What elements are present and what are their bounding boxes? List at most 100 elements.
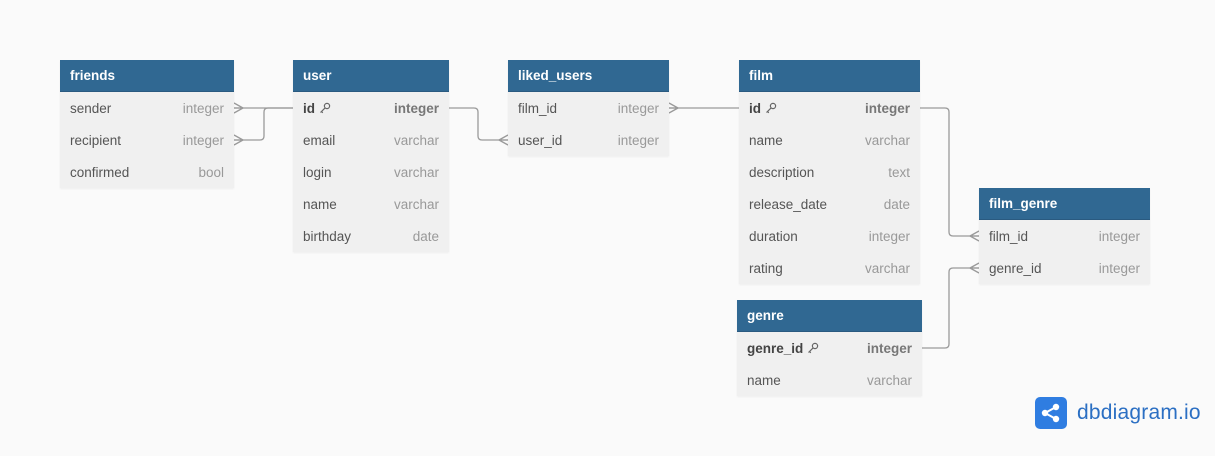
field-name: name <box>749 133 783 148</box>
field-name-text: genre_id <box>989 260 1042 276</box>
table-film[interactable]: film id integer name varchar description text r… <box>739 60 920 284</box>
table-header[interactable]: film <box>739 60 920 92</box>
field-name-text: login <box>303 164 332 180</box>
relationship-line[interactable] <box>234 107 293 141</box>
field-name: birthday <box>303 229 351 244</box>
field-row[interactable]: sender integer <box>60 92 234 124</box>
field-name-text: birthday <box>303 228 352 244</box>
field-name-text: email <box>303 132 336 148</box>
field-name: film_id <box>989 229 1028 244</box>
field-name-text: confirmed <box>70 164 130 180</box>
field-type: varchar <box>393 132 439 148</box>
field-name-text: id <box>749 100 761 116</box>
many-marker[interactable] <box>969 262 980 274</box>
table-header[interactable]: user <box>293 60 449 92</box>
field-name: duration <box>749 229 798 244</box>
field-type: varchar <box>393 196 439 212</box>
field-row[interactable]: id integer <box>739 92 920 124</box>
field-type: integer <box>1098 260 1140 276</box>
many-marker[interactable] <box>668 102 679 114</box>
table-header[interactable]: friends <box>60 60 234 92</box>
field-name-text: name <box>747 372 781 388</box>
field-name: login <box>303 165 332 180</box>
table-header[interactable]: genre <box>737 300 922 332</box>
table-friends[interactable]: friends sender integer recipient integer conf… <box>60 60 234 188</box>
field-type: varchar <box>864 260 910 276</box>
field-name-text: genre_id <box>747 340 804 356</box>
field-name: genre_id <box>989 261 1042 276</box>
field-row[interactable]: email varchar <box>293 124 449 156</box>
field-name: user_id <box>518 133 562 148</box>
primary-key-icon <box>319 102 331 114</box>
field-name-text: name <box>749 132 783 148</box>
field-row[interactable]: release_date date <box>739 188 920 220</box>
relationship-line[interactable] <box>920 107 979 237</box>
share-nodes-icon <box>1035 397 1067 429</box>
field-name-text: description <box>749 164 815 180</box>
field-name: sender <box>70 101 111 116</box>
field-name-text: release_date <box>749 196 828 212</box>
field-name: name <box>303 197 337 212</box>
field-type: integer <box>868 228 910 244</box>
field-type: integer <box>866 340 912 356</box>
field-name: rating <box>749 261 783 276</box>
field-type: date <box>883 196 910 212</box>
field-row[interactable]: duration integer <box>739 220 920 252</box>
table-header[interactable]: film_genre <box>979 188 1150 220</box>
field-name-text: recipient <box>70 132 122 148</box>
field-type: integer <box>617 132 659 148</box>
field-name-text: rating <box>749 260 783 276</box>
field-type: bool <box>198 164 224 180</box>
field-type: integer <box>182 100 224 116</box>
many-marker[interactable] <box>233 134 244 146</box>
field-row[interactable]: recipient integer <box>60 124 234 156</box>
relationship-line[interactable] <box>449 107 508 141</box>
field-name: genre_id <box>747 341 819 356</box>
field-row[interactable]: description text <box>739 156 920 188</box>
field-row[interactable]: name varchar <box>293 188 449 220</box>
field-name: film_id <box>518 101 557 116</box>
field-type: integer <box>182 132 224 148</box>
brand-name: dbdiagram.io <box>1077 401 1201 424</box>
relationship-line[interactable] <box>922 267 979 349</box>
primary-key-icon <box>765 102 777 114</box>
field-type: integer <box>617 100 659 116</box>
field-row[interactable]: rating varchar <box>739 252 920 284</box>
many-marker[interactable] <box>233 102 244 114</box>
field-row[interactable]: name varchar <box>739 124 920 156</box>
field-type: varchar <box>864 132 910 148</box>
field-name: id <box>749 101 777 116</box>
field-name: email <box>303 133 335 148</box>
many-marker[interactable] <box>969 230 980 242</box>
field-name: name <box>747 373 781 388</box>
field-row[interactable]: film_id integer <box>979 220 1150 252</box>
field-type: integer <box>1098 228 1140 244</box>
field-name-text: film_id <box>518 100 558 116</box>
field-row[interactable]: login varchar <box>293 156 449 188</box>
field-type: text <box>888 164 910 180</box>
field-row[interactable]: user_id integer <box>508 124 669 156</box>
table-header[interactable]: liked_users <box>508 60 669 92</box>
field-name: id <box>303 101 331 116</box>
field-type: integer <box>864 100 910 116</box>
field-name: description <box>749 165 814 180</box>
primary-key-icon <box>807 342 819 354</box>
field-name: release_date <box>749 197 827 212</box>
field-type: varchar <box>393 164 439 180</box>
field-name-text: id <box>303 100 315 116</box>
dbdiagram-brand[interactable]: dbdiagram.io <box>1035 397 1201 429</box>
field-name-text: user_id <box>518 132 563 148</box>
field-row[interactable]: genre_id integer <box>979 252 1150 284</box>
field-row[interactable]: genre_id integer <box>737 332 922 364</box>
many-marker[interactable] <box>498 134 509 146</box>
field-row[interactable]: confirmed bool <box>60 156 234 188</box>
field-row[interactable]: film_id integer <box>508 92 669 124</box>
